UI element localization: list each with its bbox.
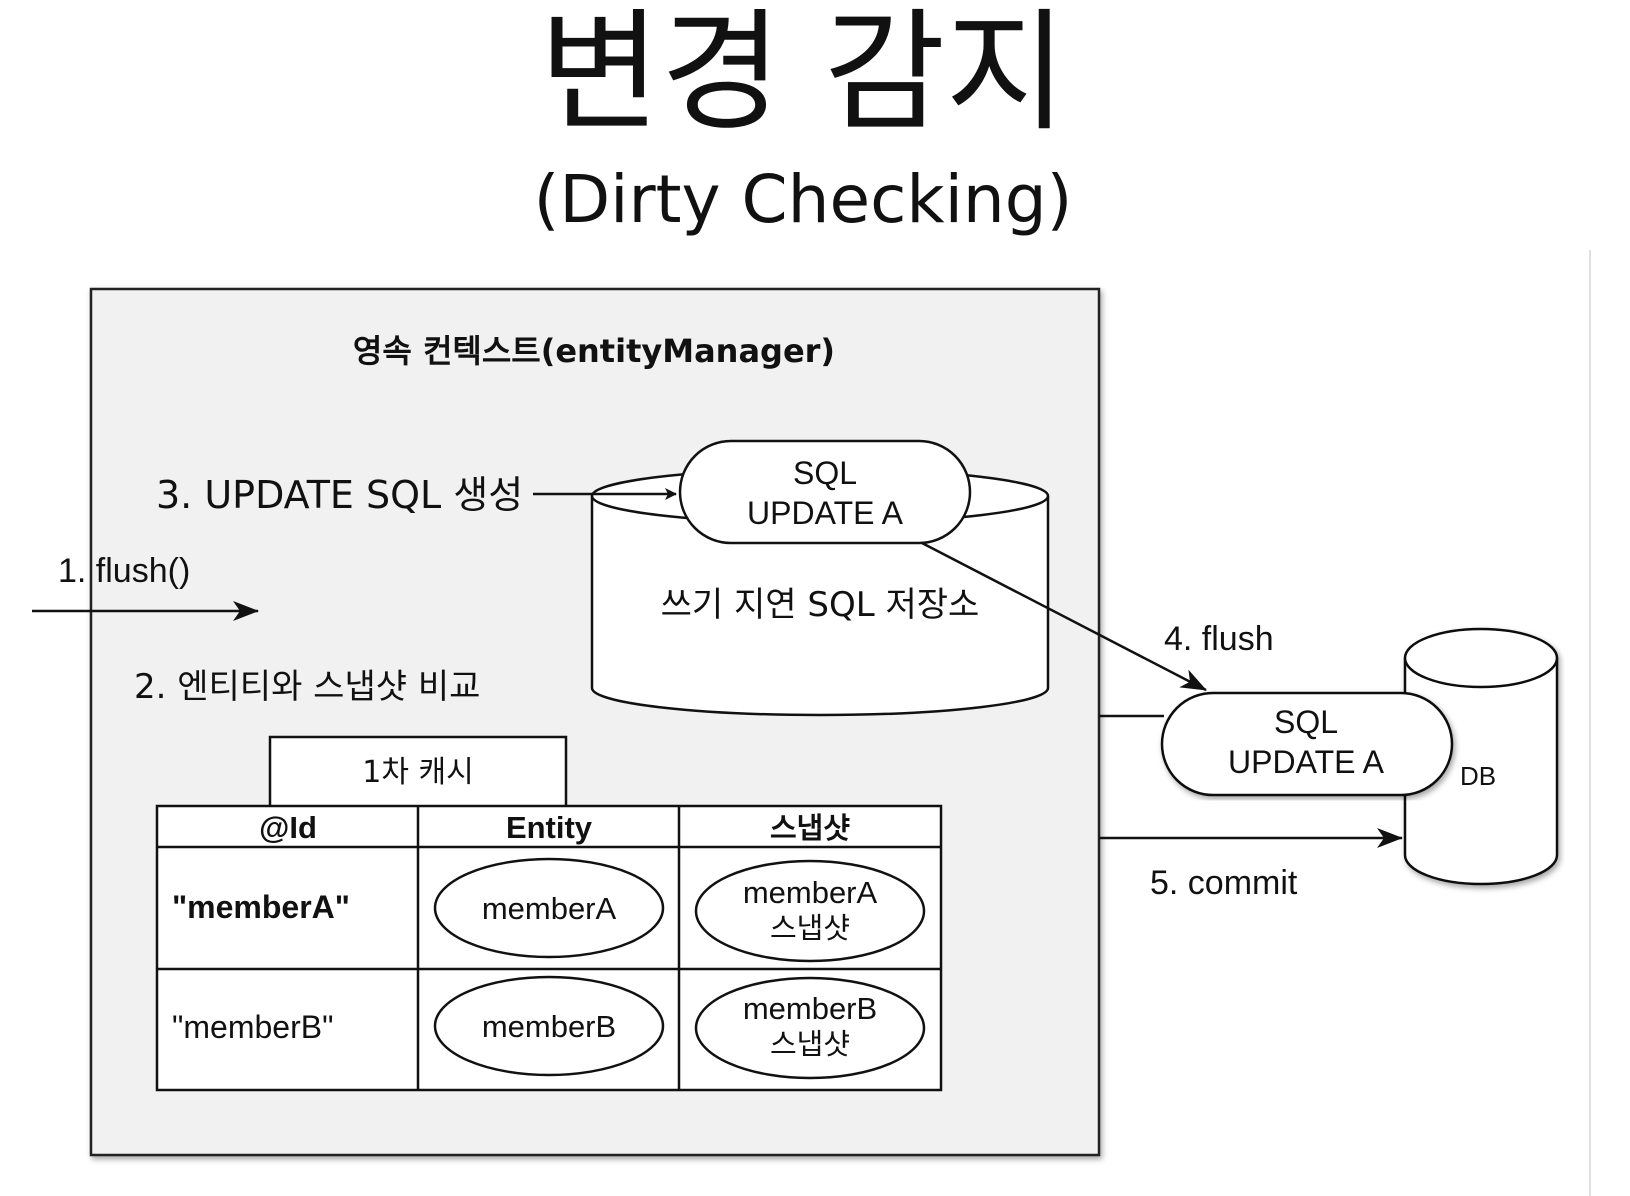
cache-row-b-id: "memberB" [172, 1009, 333, 1045]
step-generate-label: 3. UPDATE SQL 생성 [156, 473, 523, 517]
cache-header-entity: Entity [506, 810, 593, 845]
step-commit-label: 5. commit [1150, 864, 1298, 902]
cache-label: 1차 캐시 [362, 755, 473, 790]
sql-store-pill-line2: UPDATE A [747, 495, 904, 531]
cache-row-a-snapshot-line1: memberA [743, 875, 878, 910]
cache-tab [268, 735, 568, 809]
cache-row-a-snapshot-line2: 스냅샷 [770, 911, 850, 945]
persistence-context-label: 영속 컨텍스트(entityManager) [353, 332, 835, 370]
cache-row-a-snapshot-node [694, 859, 926, 963]
sql-store-pill-line1: SQL [793, 455, 857, 491]
db-sql-pill [1160, 691, 1454, 797]
step-compare-label: 2. 엔티티와 스냅샷 비교 [134, 667, 480, 707]
step-flush-label: 4. flush [1164, 620, 1274, 658]
cache-row-b-snapshot-line1: memberB [743, 991, 877, 1026]
cache-header-id: @Id [259, 810, 317, 845]
step-flush-call-label: 1. flush() [58, 552, 190, 590]
cache-row-a-entity: memberA [482, 891, 617, 926]
db-sql-pill-line2: UPDATE A [1228, 744, 1385, 780]
sql-store-pill [678, 439, 972, 545]
cache-row-a-entity-node [433, 857, 665, 959]
page-title: 변경 감지 [539, 0, 1067, 150]
db-label: DB [1460, 761, 1496, 791]
step-flush-arrow [921, 541, 1207, 692]
db-sql-pill-line1: SQL [1274, 704, 1338, 740]
cache-row-b-snapshot-node [694, 976, 926, 1080]
cache-row-b-snapshot-line2: 스냅샷 [770, 1027, 850, 1061]
cache-row-a-id: "memberA" [172, 889, 350, 925]
page-subtitle: (Dirty Checking) [534, 161, 1073, 238]
sql-store-label: 쓰기 지연 SQL 저장소 [661, 585, 980, 625]
cache-row-b-entity: memberB [482, 1009, 616, 1044]
cache-header-snapshot: 스냅샷 [770, 811, 850, 845]
cache-row-b-entity-node [433, 975, 665, 1077]
